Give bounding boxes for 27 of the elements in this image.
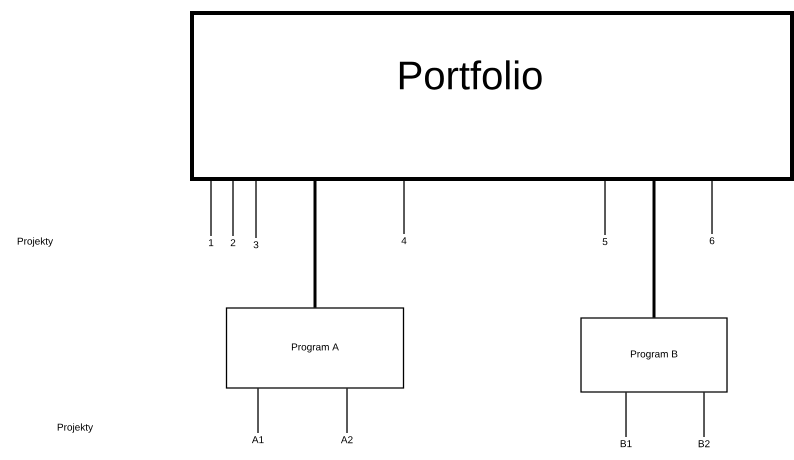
connector-line <box>255 181 257 238</box>
program-box: Program B <box>580 317 728 393</box>
connector-line <box>210 181 212 236</box>
connector-line <box>652 181 656 318</box>
project-number: A1 <box>252 436 264 444</box>
project-number: 2 <box>230 239 236 246</box>
portfolio-box: Portfolio <box>190 11 794 181</box>
project-number: 3 <box>254 241 258 248</box>
connector-line <box>403 181 405 234</box>
project-number: 6 <box>710 237 714 244</box>
project-number: 5 <box>602 238 608 246</box>
row-label: Projekty <box>58 423 94 433</box>
connector-line <box>604 181 606 235</box>
row-label: Projekty <box>18 237 54 247</box>
connector-line <box>703 392 705 437</box>
connector-line <box>257 388 259 433</box>
connector-line <box>314 181 316 308</box>
connector-line <box>711 181 713 234</box>
connector-line <box>346 388 348 433</box>
project-number: B1 <box>620 440 632 448</box>
project-number: A2 <box>340 436 353 444</box>
project-number: B2 <box>698 440 710 448</box>
project-number: 1 <box>209 239 214 246</box>
program-box: Program A <box>226 307 404 389</box>
connector-line <box>625 392 627 437</box>
connector-line <box>232 181 234 236</box>
project-number: 4 <box>401 237 406 244</box>
